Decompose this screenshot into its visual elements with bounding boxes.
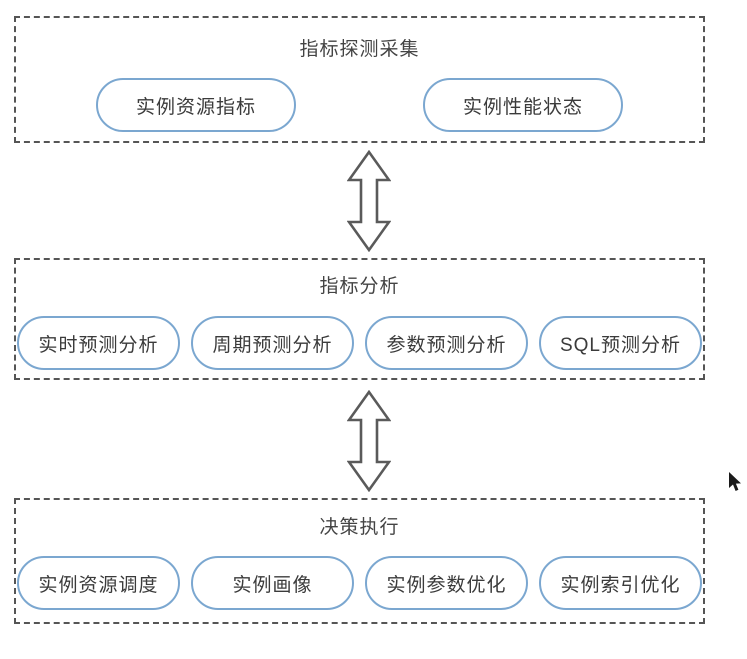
- section-metric-collection: 指标探测采集 实例资源指标 实例性能状态: [14, 16, 705, 143]
- section-execution-title: 决策执行: [319, 517, 400, 538]
- section-analysis-title: 指标分析: [319, 276, 400, 297]
- node-instance-performance-state[interactable]: 实例性能状态: [423, 78, 623, 132]
- node-periodic-prediction-analysis[interactable]: 周期预测分析: [191, 316, 354, 370]
- node-instance-index-optimization[interactable]: 实例索引优化: [539, 556, 702, 610]
- node-realtime-prediction-analysis[interactable]: 实时预测分析: [17, 316, 180, 370]
- section-metric-analysis: 指标分析 实时预测分析 周期预测分析 参数预测分析 SQL预测分析: [14, 258, 705, 380]
- node-sql-prediction-analysis[interactable]: SQL预测分析: [539, 316, 702, 370]
- execution-node-row: 实例资源调度 实例画像 实例参数优化 实例索引优化: [16, 556, 703, 610]
- node-parameter-prediction-analysis[interactable]: 参数预测分析: [365, 316, 528, 370]
- node-instance-profile[interactable]: 实例画像: [191, 556, 354, 610]
- node-instance-resource-scheduling[interactable]: 实例资源调度: [17, 556, 180, 610]
- double-headed-arrow-icon-analysis-execution: [347, 390, 391, 492]
- analysis-node-row: 实时预测分析 周期预测分析 参数预测分析 SQL预测分析: [16, 316, 703, 370]
- section-collection-title: 指标探测采集: [299, 39, 420, 60]
- section-decision-execution: 决策执行 实例资源调度 实例画像 实例参数优化 实例索引优化: [14, 498, 705, 624]
- collection-node-row: 实例资源指标 实例性能状态: [16, 78, 703, 132]
- node-instance-resource-metric[interactable]: 实例资源指标: [96, 78, 296, 132]
- double-headed-arrow-icon-collection-analysis: [347, 150, 391, 252]
- node-instance-parameter-optimization[interactable]: 实例参数优化: [365, 556, 528, 610]
- mouse-cursor-icon: [729, 472, 743, 492]
